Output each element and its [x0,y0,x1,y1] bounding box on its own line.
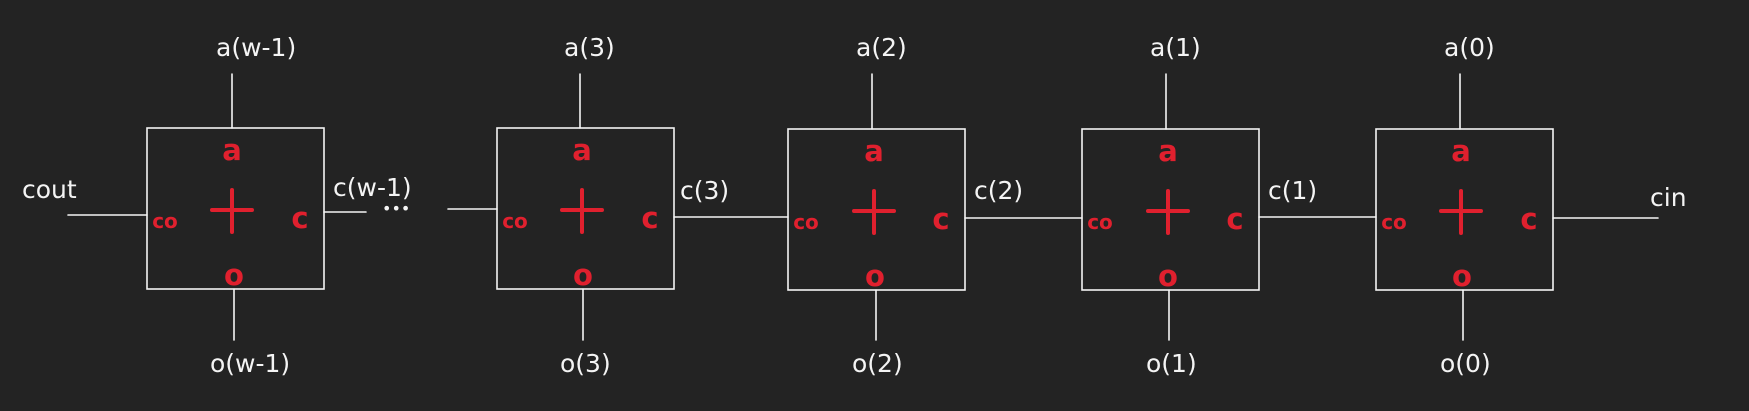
pin-co: co [152,209,178,233]
adder-box [146,127,325,290]
plus-operator [1439,189,1483,235]
adder-cell-3: a(3) o(3) a o co c [496,33,675,378]
label-a-1: a(1) [1150,33,1201,62]
pin-c: c [932,202,949,236]
plus-operator [210,188,254,234]
pin-a: a [1451,134,1471,168]
label-carry-3: c(3) [680,176,729,205]
ellipsis: ••• [382,199,410,218]
adder-box [1375,128,1554,291]
pin-c: c [291,201,308,235]
pin-o: o [1452,259,1472,293]
label-a-0: a(0) [1444,33,1495,62]
pin-o: o [224,258,244,292]
label-carry-1: c(1) [1268,176,1317,205]
adder-cell-w-1: a(w-1) o(w-1) a o co c [146,33,325,378]
plus-operator [560,188,604,234]
adder-cell-1: a(1) o(1) a o co c [1081,33,1260,378]
pin-c: c [641,201,658,235]
pin-o: o [573,258,593,292]
label-carry-2: c(2) [974,176,1023,205]
plus-operator [852,189,896,235]
label-carry-w-1: c(w-1) [333,173,412,202]
pin-o: o [1158,259,1178,293]
pin-a: a [864,134,884,168]
label-o-3: o(3) [560,349,611,378]
pin-a: a [572,133,592,167]
label-a-3: a(3) [564,33,615,62]
label-o-1: o(1) [1146,349,1197,378]
label-cin: cin [1650,183,1687,212]
pin-co: co [1087,210,1113,234]
pin-a: a [1158,134,1178,168]
adder-cell-2: a(2) o(2) a o co c [787,33,966,378]
label-a-2: a(2) [856,33,907,62]
pin-co: co [502,209,528,233]
label-o-0: o(0) [1440,349,1491,378]
pin-o: o [865,259,885,293]
pin-co: co [793,210,819,234]
label-o-2: o(2) [852,349,903,378]
pin-co: co [1381,210,1407,234]
pin-c: c [1520,202,1537,236]
adder-cell-0: a(0) o(0) a o co c [1375,33,1554,378]
label-cout: cout [22,175,77,204]
label-o-w-1: o(w-1) [210,349,290,378]
plus-operator [1146,189,1190,235]
label-a-w-1: a(w-1) [216,33,296,62]
pin-c: c [1226,202,1243,236]
adder-box [1081,128,1260,291]
pin-a: a [222,133,242,167]
